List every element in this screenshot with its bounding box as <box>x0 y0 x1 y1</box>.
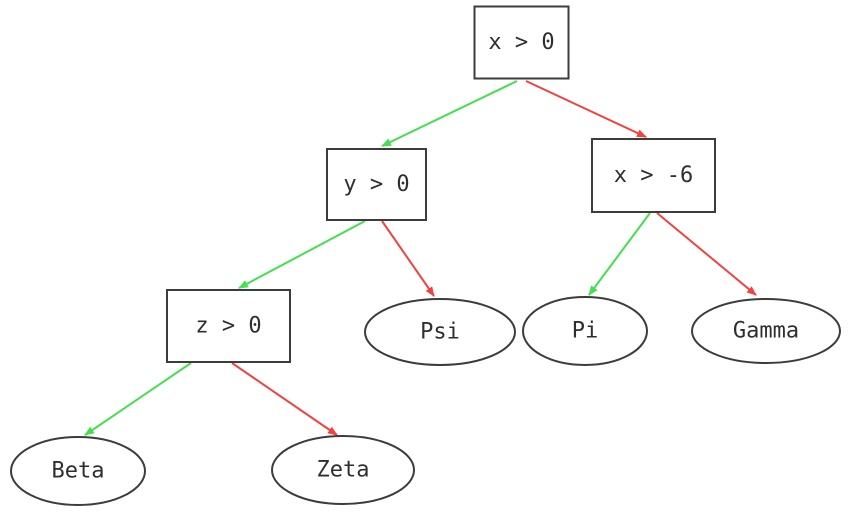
leaf-ellipse <box>522 296 648 366</box>
node-label: x > -6 <box>614 163 693 188</box>
node-label: Pi <box>572 319 599 344</box>
condition-box <box>591 138 716 213</box>
leaf-ellipse <box>271 435 415 505</box>
tree-node-cond-y-gt-0: y > 0 <box>326 148 427 221</box>
edge-cond-z-gt-0-to-leaf-beta <box>84 362 192 436</box>
leaf-ellipse <box>10 436 146 506</box>
edge-cond-z-gt-0-to-leaf-zeta <box>231 362 338 436</box>
node-label: Beta <box>52 459 105 484</box>
leaf-ellipse <box>364 298 516 366</box>
tree-node-cond-z-gt-0: z > 0 <box>166 289 291 363</box>
tree-leaf-leaf-zeta: Zeta <box>271 435 415 505</box>
condition-box <box>473 5 570 80</box>
tree-leaf-leaf-beta: Beta <box>10 436 146 506</box>
condition-box <box>166 289 291 363</box>
edge-cond-x-gt-0-to-cond-y-gt-0 <box>381 80 518 147</box>
tree-leaf-leaf-psi: Psi <box>364 298 516 366</box>
node-label: y > 0 <box>343 172 409 197</box>
tree-leaf-leaf-gamma: Gamma <box>691 298 841 364</box>
edge-cond-x-gt-m6-to-leaf-gamma <box>656 212 757 296</box>
condition-box <box>326 148 427 221</box>
tree-node-cond-x-gt-0: x > 0 <box>473 5 570 80</box>
tree-leaf-leaf-pi: Pi <box>522 296 648 366</box>
edge-cond-y-gt-0-to-leaf-psi <box>381 220 435 297</box>
node-label: z > 0 <box>195 314 261 339</box>
node-label: Zeta <box>317 458 370 483</box>
node-label: Psi <box>420 320 460 345</box>
leaf-ellipse <box>691 298 841 364</box>
edge-cond-x-gt-0-to-cond-x-gt-m6 <box>525 80 647 138</box>
node-label: x > 0 <box>488 30 554 55</box>
tree-node-cond-x-gt-m6: x > -6 <box>591 138 716 213</box>
edge-cond-y-gt-0-to-cond-z-gt-0 <box>238 220 366 289</box>
edge-cond-x-gt-m6-to-leaf-pi <box>588 212 651 296</box>
node-label: Gamma <box>733 319 799 344</box>
